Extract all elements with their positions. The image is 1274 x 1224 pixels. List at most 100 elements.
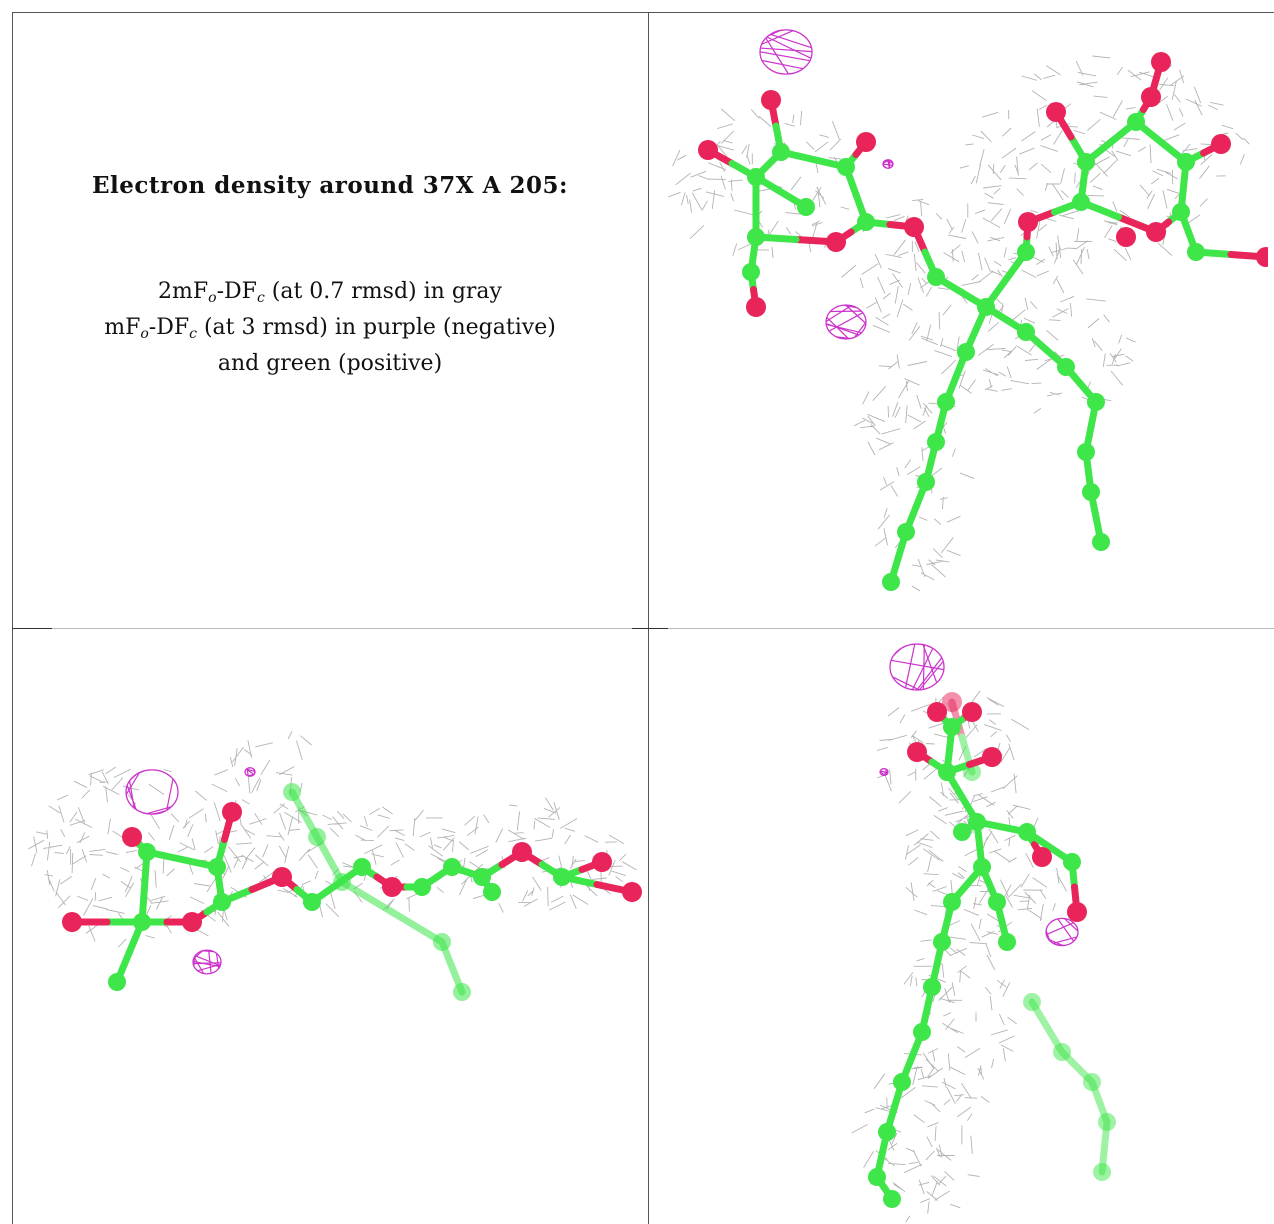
oxygen-atom — [1256, 247, 1268, 267]
carbon-atom — [893, 1073, 911, 1091]
carbon-atom — [857, 213, 875, 231]
carbon-atom — [1092, 533, 1110, 551]
oxygen-atom — [122, 827, 142, 847]
density-negative-outline — [759, 29, 813, 75]
carbon-atom — [957, 343, 975, 361]
carbon-atom — [797, 198, 815, 216]
carbon-atom — [837, 158, 855, 176]
carbon-atom — [883, 1190, 901, 1208]
carbon-atom — [443, 858, 461, 876]
oxygen-atom — [907, 742, 927, 762]
caption-block: Electron density around 37X A 205: 2mFo-… — [12, 172, 648, 378]
atoms — [283, 783, 471, 1001]
carbon-atom — [1127, 113, 1145, 131]
carbon-atom — [747, 228, 765, 246]
caption-line-green: and green (positive) — [217, 351, 443, 376]
carbon-atom — [973, 858, 991, 876]
carbon-atom — [878, 1123, 896, 1141]
carbon-atom — [977, 298, 995, 316]
oxygen-atom — [62, 912, 82, 932]
carbon-atom — [108, 973, 126, 991]
density-mesh-gray — [28, 731, 637, 948]
carbon-atom — [927, 433, 945, 451]
carbon-atom — [1077, 153, 1095, 171]
density-negative-purple — [891, 643, 944, 691]
oxygen-atom — [1151, 52, 1171, 72]
oxygen-atom — [698, 140, 718, 160]
oxygen-atom — [962, 702, 982, 722]
caption-line-gray: 2mFo-DFc (at 0.7 rmsd) in gray — [158, 279, 502, 306]
carbon-atom — [933, 933, 951, 951]
carbon-atom — [1053, 1043, 1071, 1061]
carbon-atom — [747, 168, 765, 186]
density-mesh-gray — [668, 55, 1250, 592]
horizontal-divider-tick-center — [632, 628, 668, 629]
oxygen-atom — [982, 747, 1002, 767]
carbon-atom — [1017, 243, 1035, 261]
density-negative-outline — [1045, 917, 1079, 947]
oxygen-atom — [272, 867, 292, 887]
carbon-atom — [938, 763, 956, 781]
oxygen-atom — [1018, 212, 1038, 232]
carbon-atom — [1077, 443, 1095, 461]
carbon-atom — [1187, 243, 1205, 261]
oxygen-atom — [1116, 227, 1136, 247]
carbon-atom — [1063, 853, 1081, 871]
carbon-atom — [913, 1023, 931, 1041]
atoms — [868, 702, 1087, 1208]
carbon-atom — [1172, 203, 1190, 221]
oxygen-atom — [942, 692, 962, 712]
carbon-atom — [433, 933, 451, 951]
bonds — [704, 58, 1268, 586]
carbon-atom — [1093, 1163, 1111, 1181]
oxygen-atom — [622, 882, 642, 902]
carbon-atom — [1057, 358, 1075, 376]
carbon-atom — [897, 523, 915, 541]
oxygen-atom — [1146, 222, 1166, 242]
oxygen-atom — [1032, 847, 1052, 867]
carbon-atom — [917, 473, 935, 491]
carbon-atom — [133, 913, 151, 931]
left-border — [12, 12, 13, 1224]
carbon-atom — [1083, 1073, 1101, 1091]
carbon-atom — [1177, 153, 1195, 171]
carbon-atom — [882, 573, 900, 591]
top-border — [12, 12, 1274, 13]
carbon-atom — [473, 868, 491, 886]
density-mesh-gray — [851, 690, 1068, 1222]
oxygen-atom — [1141, 87, 1161, 107]
oxygen-atom — [382, 877, 402, 897]
carbon-atom — [483, 883, 501, 901]
density-negative-outline — [889, 643, 945, 691]
carbon-atom — [553, 868, 571, 886]
oxygen-atom — [927, 702, 947, 722]
view-bottom-right — [832, 632, 1132, 1222]
carbon-atom — [1023, 993, 1041, 1011]
density-negative-outline — [244, 767, 256, 777]
density-negative-outline — [192, 949, 222, 975]
oxygen-atom — [856, 132, 876, 152]
oxygen-atom — [182, 912, 202, 932]
bonds — [873, 708, 1081, 1203]
oxygen-atom — [1211, 134, 1231, 154]
oxygen-atom — [1067, 902, 1087, 922]
caption-title: Electron density around 37X A 205: — [92, 172, 568, 199]
carbon-atom — [968, 813, 986, 831]
carbon-atom — [998, 933, 1016, 951]
carbon-atom — [213, 893, 231, 911]
carbon-atom — [1098, 1113, 1116, 1131]
carbon-atom — [208, 858, 226, 876]
carbon-atom — [1082, 483, 1100, 501]
bond — [388, 908, 446, 946]
oxygen-atom — [592, 852, 612, 872]
carbon-atom — [943, 718, 961, 736]
carbon-atom — [1018, 823, 1036, 841]
carbon-atom — [923, 978, 941, 996]
carbon-atom — [943, 893, 961, 911]
carbon-atom — [283, 783, 301, 801]
figure-grid: Electron density around 37X A 205: 2mFo-… — [12, 12, 1274, 1224]
carbon-atom — [937, 393, 955, 411]
oxygen-atom — [222, 802, 242, 822]
density-negative-outline — [879, 767, 889, 777]
carbon-atom — [1072, 193, 1090, 211]
